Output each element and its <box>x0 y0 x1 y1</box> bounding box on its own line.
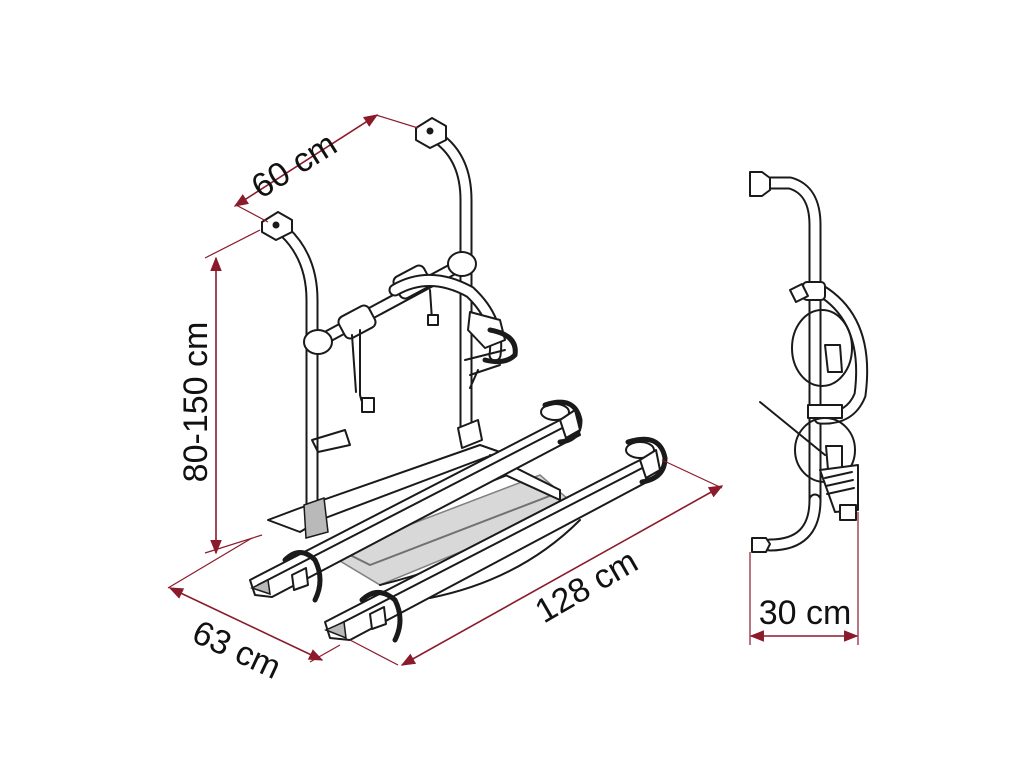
left-upright <box>261 211 319 522</box>
label-side-depth: 30 cm <box>759 594 852 632</box>
right-upright <box>415 117 473 447</box>
side-clamps <box>759 281 859 521</box>
label-height: 80-150 cm <box>177 322 215 483</box>
dim-side-depth: 30 cm <box>749 512 859 645</box>
label-depth: 63 cm <box>187 613 287 687</box>
label-length: 128 cm <box>529 542 645 631</box>
side-upright <box>749 171 822 553</box>
label-width-top: 60 cm <box>245 125 344 206</box>
lower-supports <box>303 419 483 539</box>
dimension-annotations: 60 cm 80-150 cm 63 cm 128 cm <box>167 114 859 687</box>
crossbar <box>303 251 477 413</box>
frame-holder-arch <box>388 274 518 389</box>
rack-side-view <box>749 171 869 553</box>
dim-height: 80-150 cm <box>177 229 263 555</box>
dim-width-top: 60 cm <box>233 114 419 223</box>
